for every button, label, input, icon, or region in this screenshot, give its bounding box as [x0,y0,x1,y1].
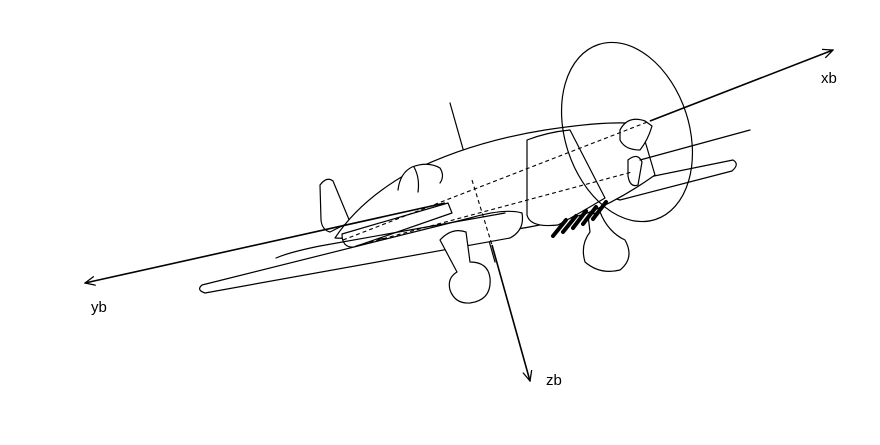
left-wing [199,210,524,294]
dashed-centerline-upper [342,120,651,241]
dashed-centerline-lower [355,171,633,247]
dashed-vertical-axis [471,179,493,246]
exhaust-stacks [551,200,608,238]
propeller-spinner [619,118,653,151]
longitudinal-reference-line [639,129,751,161]
propeller-disc [560,41,694,223]
xb-axis-arrow [649,50,833,122]
left-wing-panel [275,212,506,259]
zb-axis-arrow [491,244,530,381]
left-landing-gear [439,230,491,304]
propeller-blade-lower [627,155,643,187]
yb-axis-label: yb [91,299,107,316]
horizontal-tail [341,202,453,248]
right-landing-gear [582,211,630,272]
yb-axis-arrow [85,202,446,283]
canopy [397,163,444,191]
xb-axis-label: xb [821,70,837,87]
zb-axis-label: zb [546,372,562,389]
engine-cowling [526,129,606,227]
canopy-frame [413,166,420,193]
